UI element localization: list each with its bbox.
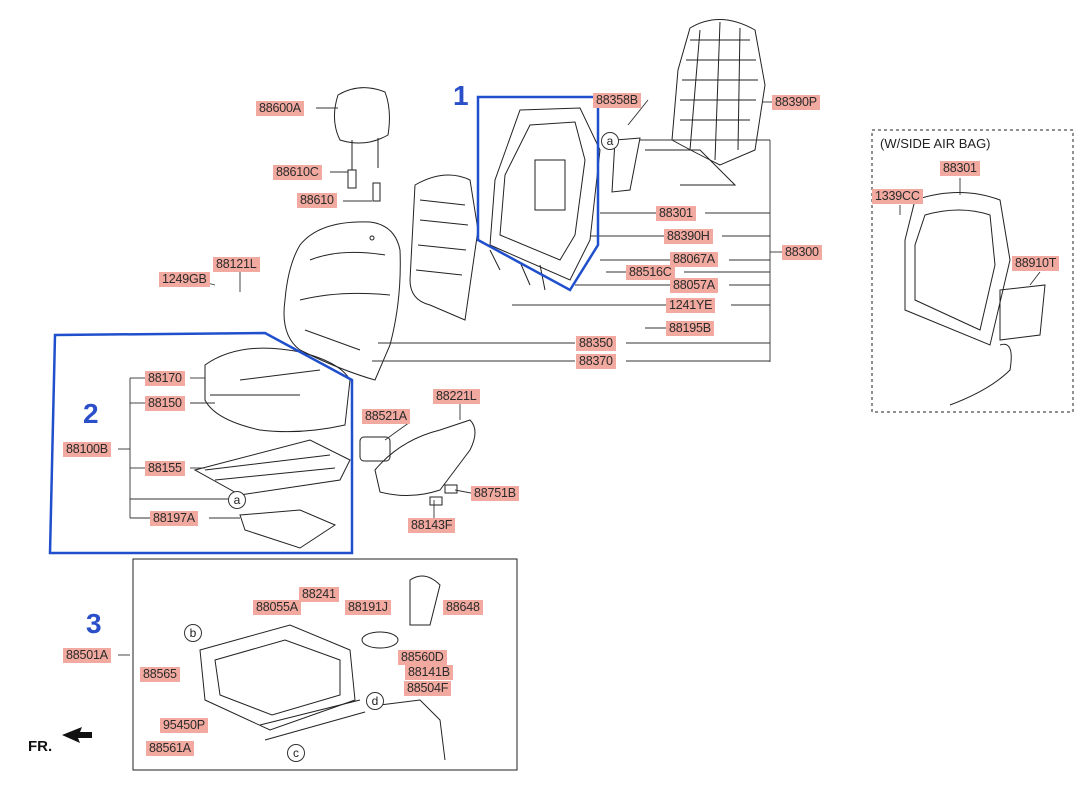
callout-a: a — [228, 491, 246, 509]
part-label: 88241 — [299, 587, 339, 602]
part-label: 95450P — [160, 718, 208, 733]
part-label: 88141B — [405, 665, 453, 680]
part-label: 88191J — [345, 600, 391, 615]
part-label: 88055A — [253, 600, 301, 615]
part-label: 88300 — [782, 245, 822, 260]
part-label: 88504F — [404, 681, 452, 696]
back-pad-drawing — [409, 174, 479, 321]
part-label: 1241YE — [666, 298, 716, 313]
part-label: 88350 — [576, 336, 616, 351]
seat-cushion-drawing — [193, 347, 351, 549]
part-label: 88610C — [273, 165, 322, 180]
callout-b: b — [184, 624, 202, 642]
part-label: 88358B — [593, 93, 641, 108]
part-label: 88521A — [362, 409, 410, 424]
side-airbag-frame-drawing — [904, 192, 1046, 406]
part-label: 88910T — [1012, 256, 1060, 271]
part-label: 88390P — [772, 95, 820, 110]
section-1-number: 1 — [453, 80, 469, 111]
part-label: 88195B — [666, 321, 714, 336]
part-label: 88560D — [398, 650, 447, 665]
part-label: 1339CC — [872, 189, 923, 204]
part-label: 88501A — [63, 648, 111, 663]
part-label: 88221L — [433, 389, 480, 404]
part-label: 88121L — [213, 257, 260, 272]
section-1-box — [476, 95, 600, 292]
part-label: 88648 — [443, 600, 483, 615]
part-label: 88067A — [670, 252, 718, 267]
part-label: 88301 — [656, 206, 696, 221]
part-label: 88143F — [408, 518, 456, 533]
seat-back-drawing — [283, 221, 401, 381]
section-2-number: 2 — [83, 398, 99, 429]
callout-d: d — [366, 692, 384, 710]
part-label: 88600A — [256, 101, 304, 116]
side-cover-drawing — [359, 419, 476, 506]
part-label: 88155 — [145, 461, 185, 476]
part-label: 88301 — [940, 161, 980, 176]
seat-back-frame-drawing — [489, 107, 601, 291]
callout-a: a — [601, 132, 619, 150]
side-airbag-title: (W/SIDE AIR BAG) — [880, 136, 991, 151]
part-label: 88751B — [471, 486, 519, 501]
part-label: 88610 — [297, 193, 337, 208]
part-label: 88565 — [140, 667, 180, 682]
seat-track-drawing — [199, 575, 446, 761]
part-label: 88100B — [63, 442, 111, 457]
section-3-number: 3 — [86, 608, 102, 639]
section-2-box — [48, 331, 354, 555]
part-label: 88561A — [146, 741, 194, 756]
part-label: 88057A — [670, 278, 718, 293]
part-label: 88390H — [664, 229, 713, 244]
front-arrow-icon — [62, 727, 92, 743]
headrest-drawing — [334, 87, 390, 202]
side-airbag-box — [871, 129, 1074, 413]
part-label: 88150 — [145, 396, 185, 411]
section-3-box — [132, 558, 518, 771]
callout-c: c — [287, 744, 305, 762]
part-label: 88197A — [150, 511, 198, 526]
back-panel-drawing — [645, 19, 766, 186]
part-label: 88516C — [626, 265, 675, 280]
part-label: 88370 — [576, 354, 616, 369]
front-label: FR. — [28, 738, 53, 755]
part-label: 1249GB — [159, 272, 210, 287]
part-label: 88170 — [145, 371, 185, 386]
